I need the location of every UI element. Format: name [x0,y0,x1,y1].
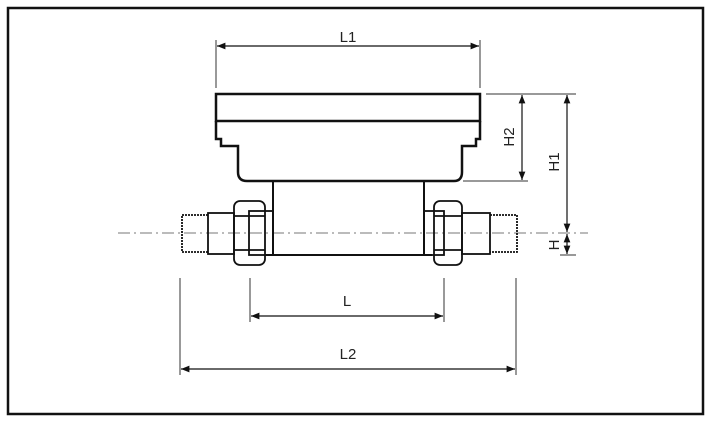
label-H2: H2 [501,127,518,146]
label-L: L [343,293,351,310]
left-union-nut [181,200,274,266]
label-H: H [546,240,563,251]
extension-lines [179,40,576,375]
label-L2: L2 [340,346,357,363]
right-union-nut [423,200,518,266]
label-L1: L1 [340,29,357,46]
meter-head [214,92,482,183]
label-H1: H1 [546,152,563,171]
pipe-body [266,181,432,256]
frame-border [6,6,705,416]
